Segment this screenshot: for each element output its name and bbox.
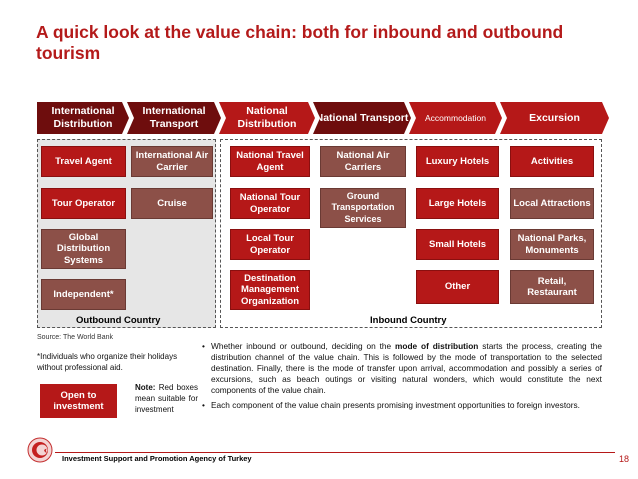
chain-step-international-transport: International Transport <box>127 102 221 134</box>
open-to-investment-legend: Open to investment <box>40 384 117 418</box>
source-note: Source: The World Bank <box>37 334 114 341</box>
outbound-region-label: Outbound Country <box>76 315 161 326</box>
slide-title: A quick look at the value chain: both fo… <box>36 22 564 63</box>
footer-divider <box>55 452 615 453</box>
box-destination-management-organization: Destination Management Organization <box>230 270 310 310</box>
box-independent: Independent* <box>41 279 126 310</box>
chain-step-accommodation: Accommodation <box>409 102 502 134</box>
box-national-tour-operator: National Tour Operator <box>230 188 310 219</box>
box-small-hotels: Small Hotels <box>416 229 499 260</box>
bullet-text: Whether inbound or outbound, deciding on… <box>211 341 602 395</box>
note-lead: Note: <box>135 383 156 392</box>
inbound-region-label: Inbound Country <box>370 315 447 326</box>
box-national-travel-agent: National Travel Agent <box>230 146 310 177</box>
bullet-dot: • <box>202 400 205 410</box>
footnote: *Individuals who organize their holidays… <box>37 352 178 372</box>
box-ground-transportation-services: Ground Transportation Services <box>320 188 406 228</box>
bullet-text: Each component of the value chain presen… <box>211 400 580 410</box>
box-national-parks-monuments: National Parks, Monuments <box>510 229 594 260</box>
box-other: Other <box>416 270 499 304</box>
chain-step-international-distribution: International Distribution <box>37 102 129 134</box>
box-large-hotels: Large Hotels <box>416 188 499 219</box>
box-international-air-carrier: International Air Carrier <box>131 146 213 177</box>
note-text: Red boxes mean suitable for investment <box>135 383 198 414</box>
box-local-tour-operator: Local Tour Operator <box>230 229 310 260</box>
box-tour-operator: Tour Operator <box>41 188 126 219</box>
chain-step-excursion: Excursion <box>500 102 609 134</box>
box-travel-agent: Travel Agent <box>41 146 126 177</box>
bullet-dot: • <box>202 341 205 351</box>
legend-note: Note: Red boxes mean suitable for invest… <box>135 382 198 415</box>
box-cruise: Cruise <box>131 188 213 219</box>
bullet-item: • Each component of the value chain pres… <box>202 400 602 411</box>
box-national-air-carriers: National Air Carriers <box>320 146 406 177</box>
box-luxury-hotels: Luxury Hotels <box>416 146 499 177</box>
bullet-item: • Whether inbound or outbound, deciding … <box>202 341 602 396</box>
footer-agency-name: Investment Support and Promotion Agency … <box>62 454 252 463</box>
chain-step-national-transport: National Transport <box>313 102 411 134</box>
page-number: 18 <box>619 454 630 464</box>
box-activities: Activities <box>510 146 594 177</box>
box-global-distribution-systems: Global Distribution Systems <box>41 229 126 269</box>
bullet-list: • Whether inbound or outbound, deciding … <box>202 341 602 415</box>
agency-logo-icon <box>27 437 53 463</box>
chain-step-national-distribution: National Distribution <box>219 102 315 134</box>
box-retail-restaurant: Retail, Restaurant <box>510 270 594 304</box>
box-local-attractions: Local Attractions <box>510 188 594 219</box>
